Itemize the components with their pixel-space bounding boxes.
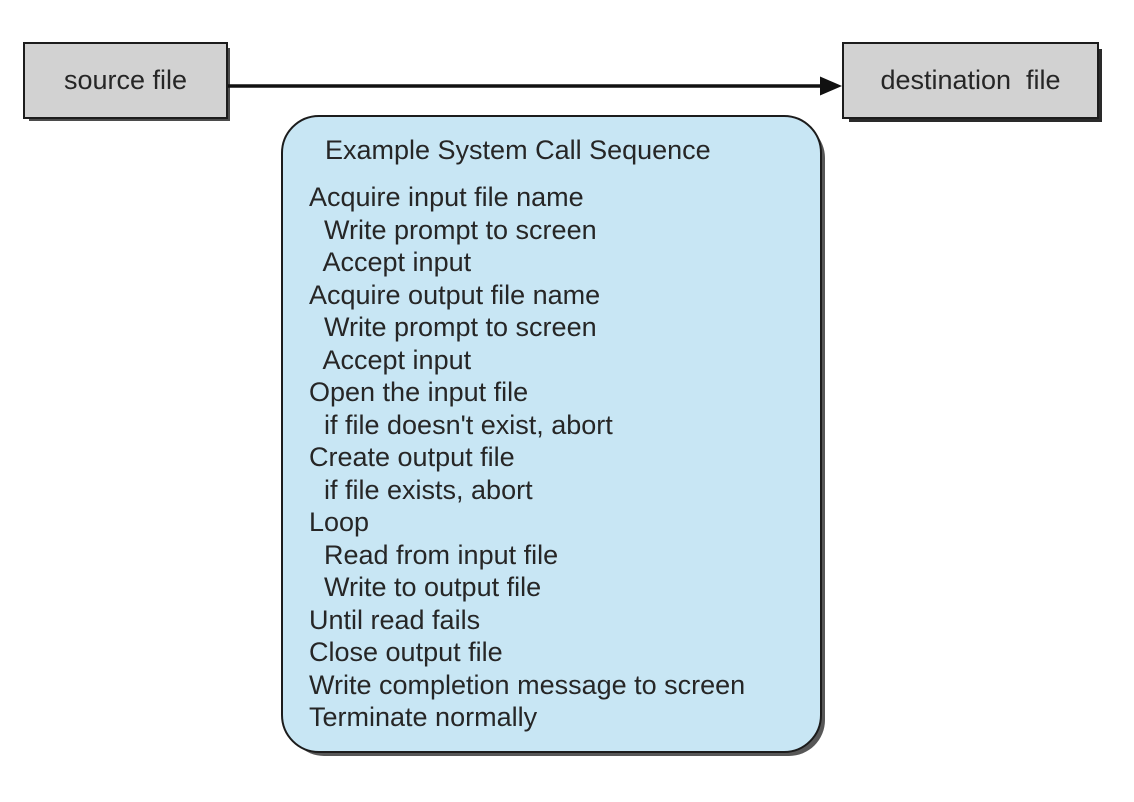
call-sequence-line: Write to output file <box>309 572 542 602</box>
call-sequence-line: Close output file <box>309 637 503 667</box>
copy-arrow <box>228 76 842 96</box>
destination-file-box: destination file <box>842 42 1099 119</box>
call-sequence-line: Acquire input file name <box>309 182 584 212</box>
source-file-label: source file <box>63 65 188 95</box>
call-sequence-line: Open the input file <box>309 377 529 407</box>
call-sequence-list: Acquire input file name Write prompt to … <box>309 181 802 734</box>
call-sequence-line: Accept input <box>309 344 472 375</box>
call-sequence-line: Write completion message to screen <box>309 669 746 700</box>
call-sequence-line: Write prompt to screen <box>309 312 597 342</box>
arrowhead-icon <box>820 76 842 96</box>
call-sequence-line: Accept input <box>309 247 472 277</box>
call-sequence-line: if file doesn't exist, abort <box>309 409 613 440</box>
call-sequence-line: Until read fails <box>309 604 481 635</box>
call-sequence-line: if file exists, abort <box>309 474 533 505</box>
call-sequence-line: Create output file <box>309 442 515 472</box>
destination-file-label: destination file <box>880 65 1061 95</box>
call-sequence-line: Terminate normally <box>309 702 538 732</box>
system-call-sequence-box: Example System Call Sequence Acquire inp… <box>281 115 822 753</box>
call-sequence-line: Write prompt to screen <box>309 214 597 245</box>
call-sequence-line: Acquire output file name <box>309 279 601 310</box>
call-sequence-title: Example System Call Sequence <box>325 135 711 165</box>
call-sequence-line: Loop <box>309 507 370 537</box>
call-sequence-line: Read from input file <box>309 539 559 570</box>
source-file-box: source file <box>23 42 228 119</box>
